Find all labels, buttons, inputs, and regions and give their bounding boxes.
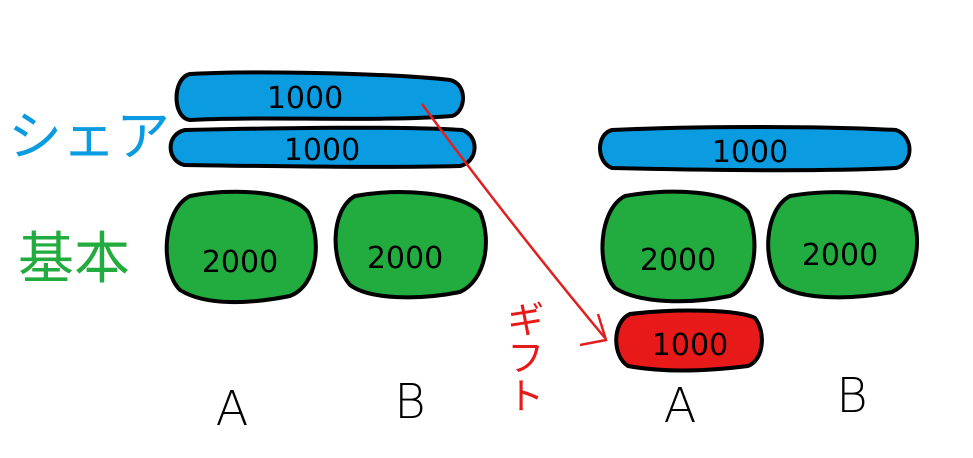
before-basic-b: 2000 <box>333 190 488 300</box>
after-gift-block: 1000 <box>614 308 764 373</box>
svg-text:2000: 2000 <box>367 241 443 276</box>
before-column-a: A <box>216 381 249 437</box>
gift-arrow <box>420 103 608 347</box>
svg-text:1000: 1000 <box>284 133 360 168</box>
svg-text:2000: 2000 <box>802 238 878 273</box>
before-share-bar-1: 1000 <box>174 70 465 123</box>
svg-text:2000: 2000 <box>202 245 278 280</box>
after-column-b: B <box>836 368 867 424</box>
basic-label: 基本 <box>18 227 130 292</box>
before-column-b: B <box>394 374 425 430</box>
svg-text:2000: 2000 <box>640 243 716 278</box>
share-label: シェア <box>8 105 170 168</box>
svg-text:1000: 1000 <box>652 328 728 363</box>
after-basic-b: 2000 <box>766 190 920 300</box>
svg-text:1000: 1000 <box>267 81 343 116</box>
gift-label: ギフト <box>500 300 544 414</box>
svg-text:1000: 1000 <box>712 135 788 170</box>
before-basic-a: 2000 <box>164 189 318 305</box>
after-share-bar: 1000 <box>598 125 912 173</box>
after-basic-a: 2000 <box>600 189 757 304</box>
after-column-a: A <box>664 378 697 434</box>
before-share-bar-2: 1000 <box>168 125 477 169</box>
